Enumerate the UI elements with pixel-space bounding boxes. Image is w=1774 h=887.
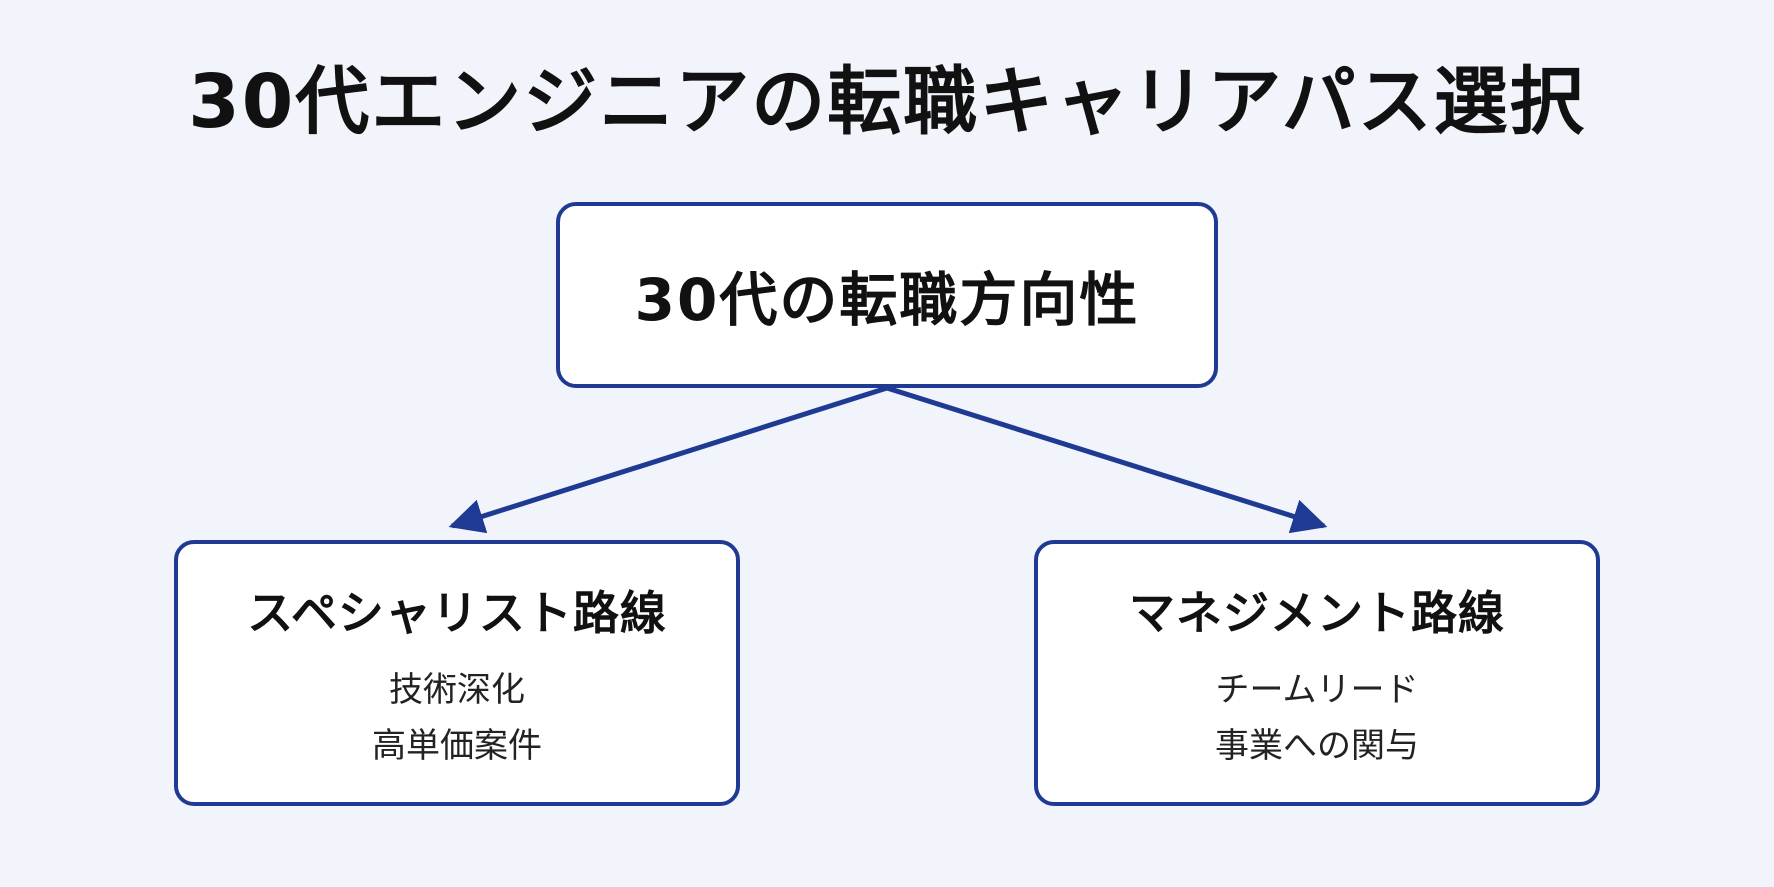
management-node-title: マネジメント路線 [1129, 586, 1505, 640]
arrow-to-management [886, 385, 1328, 534]
arrow-to-specialist [448, 385, 888, 534]
specialist-item-2: 高単価案件 [372, 726, 542, 766]
root-node: 30代の転職方向性 [556, 202, 1218, 388]
specialist-item-1: 技術深化 [389, 670, 525, 710]
management-node-items: チームリード 事業への関与 [1215, 662, 1419, 774]
specialist-node: スペシャリスト路線 技術深化 高単価案件 [174, 540, 740, 806]
specialist-node-items: 技術深化 高単価案件 [372, 662, 542, 774]
specialist-node-title: スペシャリスト路線 [247, 586, 667, 640]
management-item-2: 事業への関与 [1215, 726, 1419, 766]
diagram-title: 30代エンジニアの転職キャリアパス選択 [188, 59, 1586, 145]
management-item-1: チームリード [1215, 670, 1419, 710]
management-node: マネジメント路線 チームリード 事業への関与 [1034, 540, 1600, 806]
root-node-label: 30代の転職方向性 [634, 266, 1140, 334]
